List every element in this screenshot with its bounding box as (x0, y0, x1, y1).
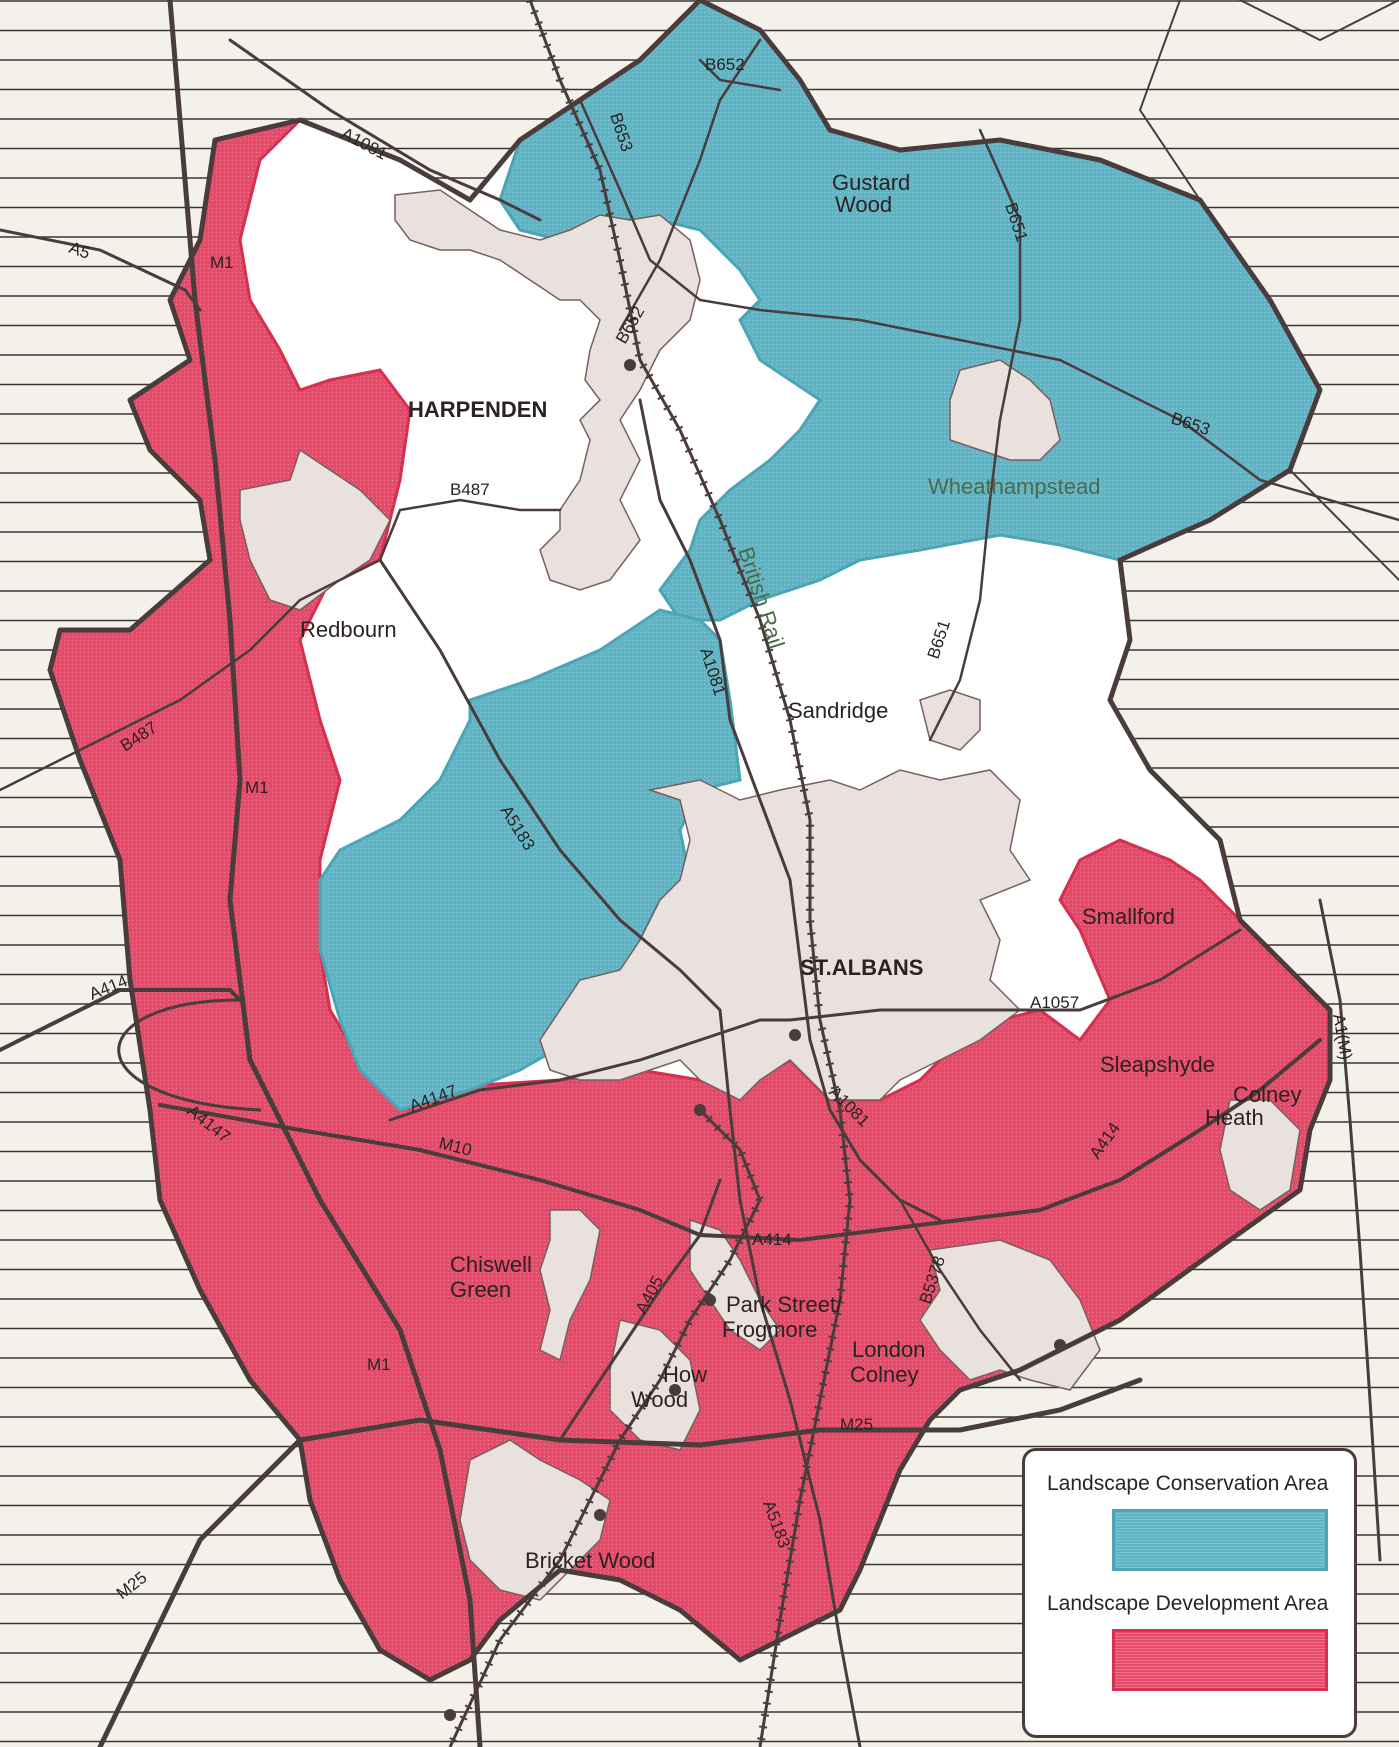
label-park-street-2: Frogmore (722, 1317, 817, 1342)
label-sandridge: Sandridge (788, 698, 888, 723)
station-st-albans (789, 1029, 801, 1041)
railway-branch-line (448, 1108, 762, 1747)
road-m10 (158, 1103, 702, 1237)
road-b652 (618, 38, 782, 332)
legend-conservation-swatch (1112, 1509, 1328, 1571)
label-road-m1-central: M1 (245, 778, 269, 797)
legend-development: Landscape Development Area (1043, 1587, 1336, 1707)
label-colney-heath-2: Heath (1205, 1105, 1264, 1130)
road-a5183 (378, 558, 862, 1747)
label-london-colney-1: London (852, 1337, 925, 1362)
stations (444, 359, 1066, 1721)
legend-development-swatch (1112, 1629, 1328, 1691)
station-bricket-wood (594, 1509, 606, 1521)
road-b651 (928, 128, 1022, 742)
label-park-street-1: Park Street/ (726, 1292, 843, 1317)
station-abbey (694, 1104, 706, 1116)
urban-redbourn (239, 448, 391, 611)
road-a5 (0, 228, 202, 312)
label-how-wood-2: Wood (631, 1387, 688, 1412)
road-a414 (0, 988, 1322, 1243)
road-m25 (97, 1377, 1143, 1747)
road-a1057 (788, 928, 1242, 1022)
road-a1m (1318, 898, 1382, 1562)
urban-harpenden (394, 189, 701, 591)
label-bricket-wood: Bricket Wood (525, 1548, 655, 1573)
urban-st-albans (539, 769, 1032, 1101)
label-road-b652-north: B652 (705, 55, 745, 74)
label-gustard-wood-2: Wood (835, 192, 892, 217)
road-a1081-north (228, 38, 542, 222)
urban-colney-heath (1219, 1099, 1301, 1211)
urban-bricket-wood (459, 1439, 611, 1601)
map-legend: Landscape Conservation Area Landscape De… (1022, 1448, 1357, 1738)
station-harpenden (624, 359, 636, 371)
label-chiswell-green-2: Green (450, 1277, 511, 1302)
label-colney-heath-1: Colney (1233, 1082, 1301, 1107)
district-boundary (47, 0, 1333, 1683)
label-road-m1-south: M1 (367, 1355, 391, 1374)
label-road-m1-north: M1 (210, 253, 234, 272)
label-road-a414-central: A414 (752, 1230, 792, 1249)
legend-development-label: Landscape Development Area (1047, 1592, 1329, 1615)
station-park-street (704, 1294, 716, 1306)
label-gustard-wood-1: Gustard (832, 170, 910, 195)
label-road-m25-central: M25 (840, 1415, 873, 1434)
legend-conservation-label: Landscape Conservation Area (1047, 1472, 1329, 1495)
urban-park-street (689, 1218, 781, 1351)
road-a1081 (638, 398, 942, 1222)
urban-chiswell-green (539, 1209, 601, 1362)
road-b487 (0, 498, 562, 792)
label-smallford: Smallford (1082, 904, 1175, 929)
railway-main-line-ties (526, 0, 855, 1747)
urban-wheathampstead (949, 359, 1061, 461)
label-st-albans: ST.ALBANS (800, 955, 923, 980)
label-sleapshyde: Sleapshyde (1100, 1052, 1215, 1077)
road-b653 (578, 98, 1399, 522)
label-redbourn: Redbourn (300, 617, 397, 642)
road-b5378 (898, 1198, 1022, 1382)
label-london-colney-2: Colney (850, 1362, 918, 1387)
road-a414-loop (117, 998, 262, 1112)
label-how-wood-1: How (663, 1362, 707, 1387)
road-a4147 (388, 1018, 792, 1122)
station-london-colney (1054, 1339, 1066, 1351)
road-minor-east (1138, 0, 1399, 581)
station-south (444, 1709, 456, 1721)
station-how-wood (669, 1384, 681, 1396)
label-chiswell-green-1: Chiswell (450, 1252, 532, 1277)
label-wheathampstead: Wheathampstead (928, 474, 1100, 499)
label-harpenden: HARPENDEN (408, 397, 547, 422)
legend-conservation: Landscape Conservation Area (1043, 1467, 1336, 1587)
road-m1 (167, 0, 483, 1747)
label-road-b487-central: B487 (450, 480, 490, 499)
railways (446, 0, 855, 1747)
road-a405 (558, 1178, 722, 1442)
label-road-a1057: A1057 (1030, 993, 1079, 1012)
